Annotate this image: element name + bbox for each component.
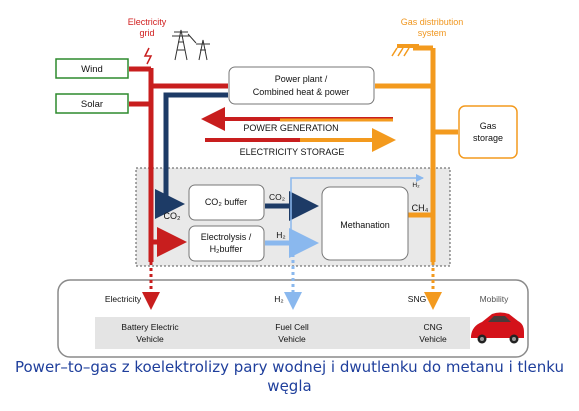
mobility-electricity-label: Electricity xyxy=(105,294,142,304)
gas-storage-box xyxy=(458,105,518,159)
solar-label: Solar xyxy=(81,99,103,110)
electrolysis-box xyxy=(188,225,265,262)
solar-box xyxy=(55,93,129,114)
battery-vehicle-label-1: Battery Electric xyxy=(121,322,179,332)
h2-to-gas-arrow xyxy=(290,174,424,243)
gas-distribution-label-2: system xyxy=(418,28,447,38)
co2-buffer-box xyxy=(188,184,265,221)
caption-line-1: Power–to–gas z koelektrolizy pary wodnej… xyxy=(14,358,565,376)
fuel-cell-vehicle-label-1: Fuel Cell xyxy=(275,322,309,332)
wind-label: Wind xyxy=(81,64,103,75)
h2-small-label: H₂ xyxy=(412,182,420,189)
co2-arrow-label: CO₂ xyxy=(269,192,285,202)
co2-buffer-label: CO₂ buffer xyxy=(205,197,247,207)
power-generation-label: POWER GENERATION xyxy=(243,123,338,133)
lightning-icon xyxy=(143,47,153,65)
vehicle-strip xyxy=(95,317,470,349)
mobility-sng-label: SNG xyxy=(408,294,426,304)
electrolysis-label-2: H₂buffer xyxy=(210,244,243,254)
car-icon xyxy=(471,312,524,344)
slide-caption: Power–to–gas z koelektrolizy pary wodnej… xyxy=(0,358,579,396)
power-plant-label-1: Power plant / xyxy=(275,74,328,84)
fuel-cell-vehicle-label-2: Vehicle xyxy=(278,334,306,344)
caption-line-2: węgla xyxy=(267,377,312,395)
wind-box xyxy=(55,58,129,79)
battery-vehicle-label-2: Vehicle xyxy=(136,334,164,344)
power-pylon-icon xyxy=(172,29,210,61)
mobility-label: Mobility xyxy=(480,294,510,304)
co2-supply-arrow xyxy=(155,92,228,219)
ch4-label: CH₄ xyxy=(412,203,429,213)
h2-arrow-label: H₂ xyxy=(276,230,285,240)
cng-vehicle-label-1: CNG xyxy=(424,322,443,332)
electricity-storage-label: ELECTRICITY STORAGE xyxy=(240,147,345,157)
cng-vehicle-label-2: Vehicle xyxy=(419,334,447,344)
gas-tap-icon xyxy=(391,44,419,57)
power-plant-box xyxy=(228,66,375,105)
gas-storage-label-2: storage xyxy=(473,133,503,143)
methanation-box xyxy=(321,186,409,261)
mobility-h2-label: H₂ xyxy=(274,294,283,304)
gas-storage-label-1: Gas xyxy=(480,121,497,131)
electricity-grid-label-1: Electricity xyxy=(128,17,167,27)
electricity-grid-label-2: grid xyxy=(139,28,154,38)
co2-left-label: CO₂ xyxy=(164,211,182,221)
gas-distribution-label-1: Gas distribution xyxy=(401,17,464,27)
electrolysis-label-1: Electrolysis / xyxy=(201,232,252,242)
power-plant-label-2: Combined heat & power xyxy=(253,87,350,97)
methanation-label: Methanation xyxy=(340,220,390,230)
